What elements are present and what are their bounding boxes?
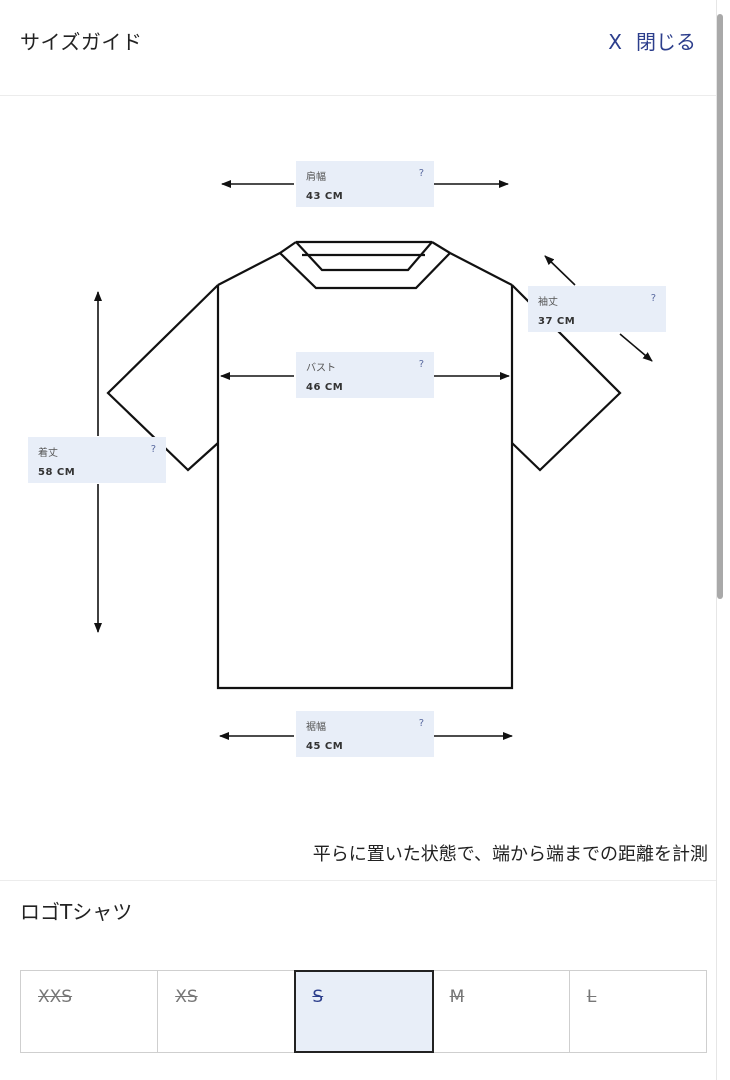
- page-title: サイズガイド: [20, 30, 143, 54]
- measurement-note: 平らに置いた状態で、端から端までの距離を計測: [312, 844, 708, 865]
- scrollbar-thumb[interactable]: [717, 14, 723, 599]
- measure-value: 43 CM: [306, 191, 344, 202]
- size-option-m[interactable]: M: [433, 971, 570, 1052]
- measure-label: 袖丈: [538, 297, 558, 308]
- measure-bust: バスト ? 46 CM: [296, 352, 434, 398]
- measure-sleeve: 袖丈 ? 37 CM: [528, 286, 666, 332]
- help-icon[interactable]: ?: [650, 293, 656, 304]
- measure-label: 肩幅: [306, 172, 326, 183]
- help-icon[interactable]: ?: [418, 359, 424, 370]
- measure-label: 裾幅: [306, 722, 326, 733]
- help-icon[interactable]: ?: [150, 444, 156, 455]
- divider: [0, 880, 716, 881]
- size-diagram: [0, 96, 716, 816]
- measure-length: 着丈 ? 58 CM: [28, 437, 166, 483]
- size-label: M: [449, 987, 465, 1007]
- size-label: S: [312, 987, 324, 1007]
- header: サイズガイド X 閉じる: [0, 0, 716, 96]
- close-label: 閉じる: [636, 30, 696, 54]
- size-option-l[interactable]: L: [570, 971, 706, 1052]
- help-icon[interactable]: ?: [418, 718, 424, 729]
- close-icon: X: [608, 30, 622, 54]
- tshirt-outline-icon: [94, 180, 653, 740]
- close-button[interactable]: X 閉じる: [608, 26, 696, 55]
- size-option-xxs[interactable]: XXS: [21, 971, 159, 1052]
- size-option-xs[interactable]: XS: [158, 971, 296, 1052]
- size-label: L: [586, 987, 597, 1007]
- measure-value: 58 CM: [38, 467, 76, 478]
- measure-label: バスト: [306, 363, 336, 374]
- product-name: ロゴTシャツ: [20, 900, 133, 924]
- measure-value: 37 CM: [538, 316, 576, 327]
- measure-value: 46 CM: [306, 382, 344, 393]
- measure-value: 45 CM: [306, 741, 344, 752]
- help-icon[interactable]: ?: [418, 168, 424, 179]
- measure-hem: 裾幅 ? 45 CM: [296, 711, 434, 757]
- size-label: XS: [175, 987, 198, 1007]
- measure-shoulder: 肩幅 ? 43 CM: [296, 161, 434, 207]
- size-option-s[interactable]: S: [294, 970, 434, 1053]
- size-selector: XXS XS S M L: [20, 970, 707, 1053]
- size-label: XXS: [38, 987, 73, 1007]
- measure-label: 着丈: [38, 448, 58, 459]
